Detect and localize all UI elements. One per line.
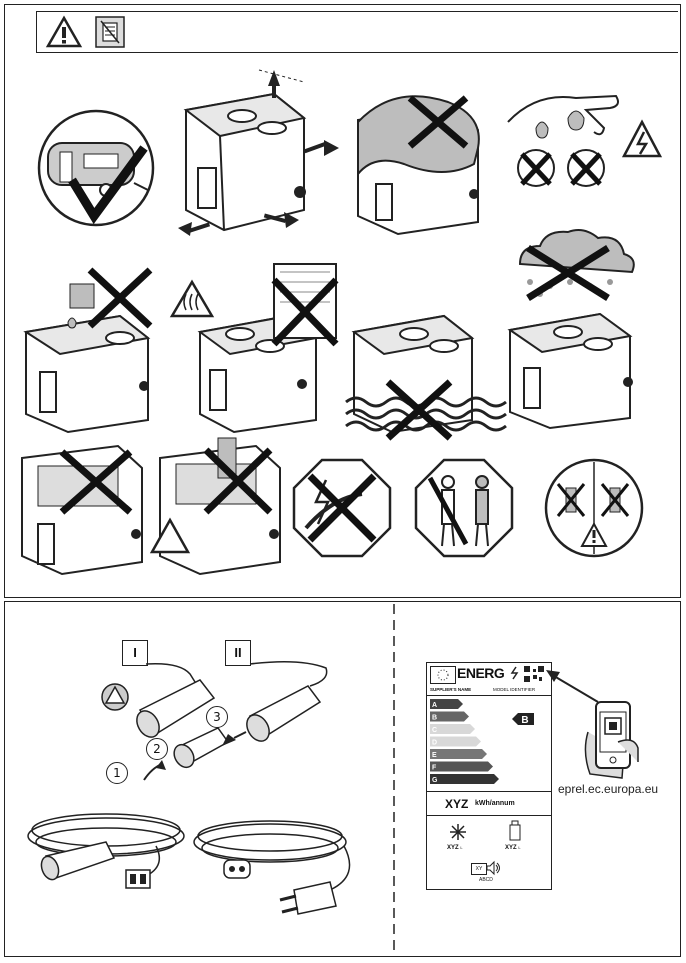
no-flammable-icon [149,437,281,576]
speaker-icon [486,860,500,876]
dc-cable-illustration [27,813,185,889]
fresh-volume: XYZ L [505,845,521,851]
energy-class-bar-a [430,699,463,709]
fresh-volume-value: XYZ [505,845,517,851]
energy-class-label-a: A [432,702,437,709]
bottle-icon [509,820,521,841]
cable-type-2-text: II [234,645,242,660]
step-1-text: 1 [113,766,121,780]
energy-class-label-g: G [432,777,438,784]
energy-class-bar-e [430,749,487,759]
rating-arrow: B [512,713,534,726]
qr-code-icon [523,665,545,683]
no-damaged-cable-icon [292,458,392,558]
connection-panel [4,601,681,957]
cable-type-2-label: II [225,640,251,666]
no-covering-icon [357,95,480,236]
energy-class-bar-g [430,774,499,784]
qualified-personnel-only-icon [414,458,514,558]
frozen-volume: XYZ L [447,845,463,851]
ac-cable-illustration [193,820,351,915]
consumption-value: XYZ [445,797,469,811]
safety-header-bar [36,11,678,53]
energy-label-title: ENERG [457,665,505,681]
rating-letter: B [521,715,528,726]
model-identifier: MODEL IDENTIFIER [493,687,536,692]
fresh-volume-unit: L [518,845,521,850]
safety-instructions-panel [4,4,681,598]
check-plug-icon [544,458,644,558]
eu-flag-icon [430,666,456,684]
scan-arrow-icon [546,670,599,703]
cable-type-1-label: I [122,640,148,666]
smartphone-scan-icon [584,701,639,779]
consumption-unit: kWh/annum [475,800,515,807]
energy-class-bar-c [430,724,475,734]
hot-surface-warning-icon [101,683,129,711]
panel-divider [393,604,395,954]
energy-class-label-e: E [432,752,437,759]
eprel-url[interactable]: eprel.ec.europa.eu [558,782,659,796]
noise-value: XY [471,863,487,875]
noise-value-text: XY [475,866,483,872]
energy-class-bar-b [430,711,469,722]
lightning-icon [510,666,519,680]
no-water-spray-icon [23,267,153,434]
energy-class-label-b: B [432,715,437,722]
step-1-badge: 1 [106,762,128,784]
energy-class-label-d: D [432,740,437,747]
warning-triangle-icon [45,15,83,48]
frozen-volume-unit: L [460,845,463,850]
no-wet-hands-icon [507,94,663,187]
no-submerging-icon [345,314,507,441]
step-3-text: 3 [213,710,221,724]
ventilation-clearance-icon [178,69,339,236]
energy-class-bar-d [430,736,481,747]
energy-class-label-f: F [432,765,437,772]
frozen-volume-value: XYZ [447,845,459,851]
no-hot-food-icon [21,444,143,576]
noise-classes: ABCD [479,877,493,883]
step-2-text: 2 [153,742,161,756]
read-manual-icon [95,16,125,48]
step-2-badge: 2 [146,738,168,760]
energy-class-label-c: C [432,727,437,734]
energy-class-bar-f [430,761,493,772]
no-heat-source-icon [169,263,339,434]
no-rain-icon [507,229,635,430]
caravan-allowed-icon [37,109,155,227]
energy-label: ENERG SUPPLIER'S NAME MODEL IDENTIFIER A… [426,662,552,890]
supplier-name: SUPPLIER'S NAME [430,687,472,692]
snowflake-icon [450,824,466,840]
step-3-badge: 3 [206,706,228,728]
cigarette-plug-diagram [136,661,328,781]
cable-type-1-text: I [133,645,137,660]
